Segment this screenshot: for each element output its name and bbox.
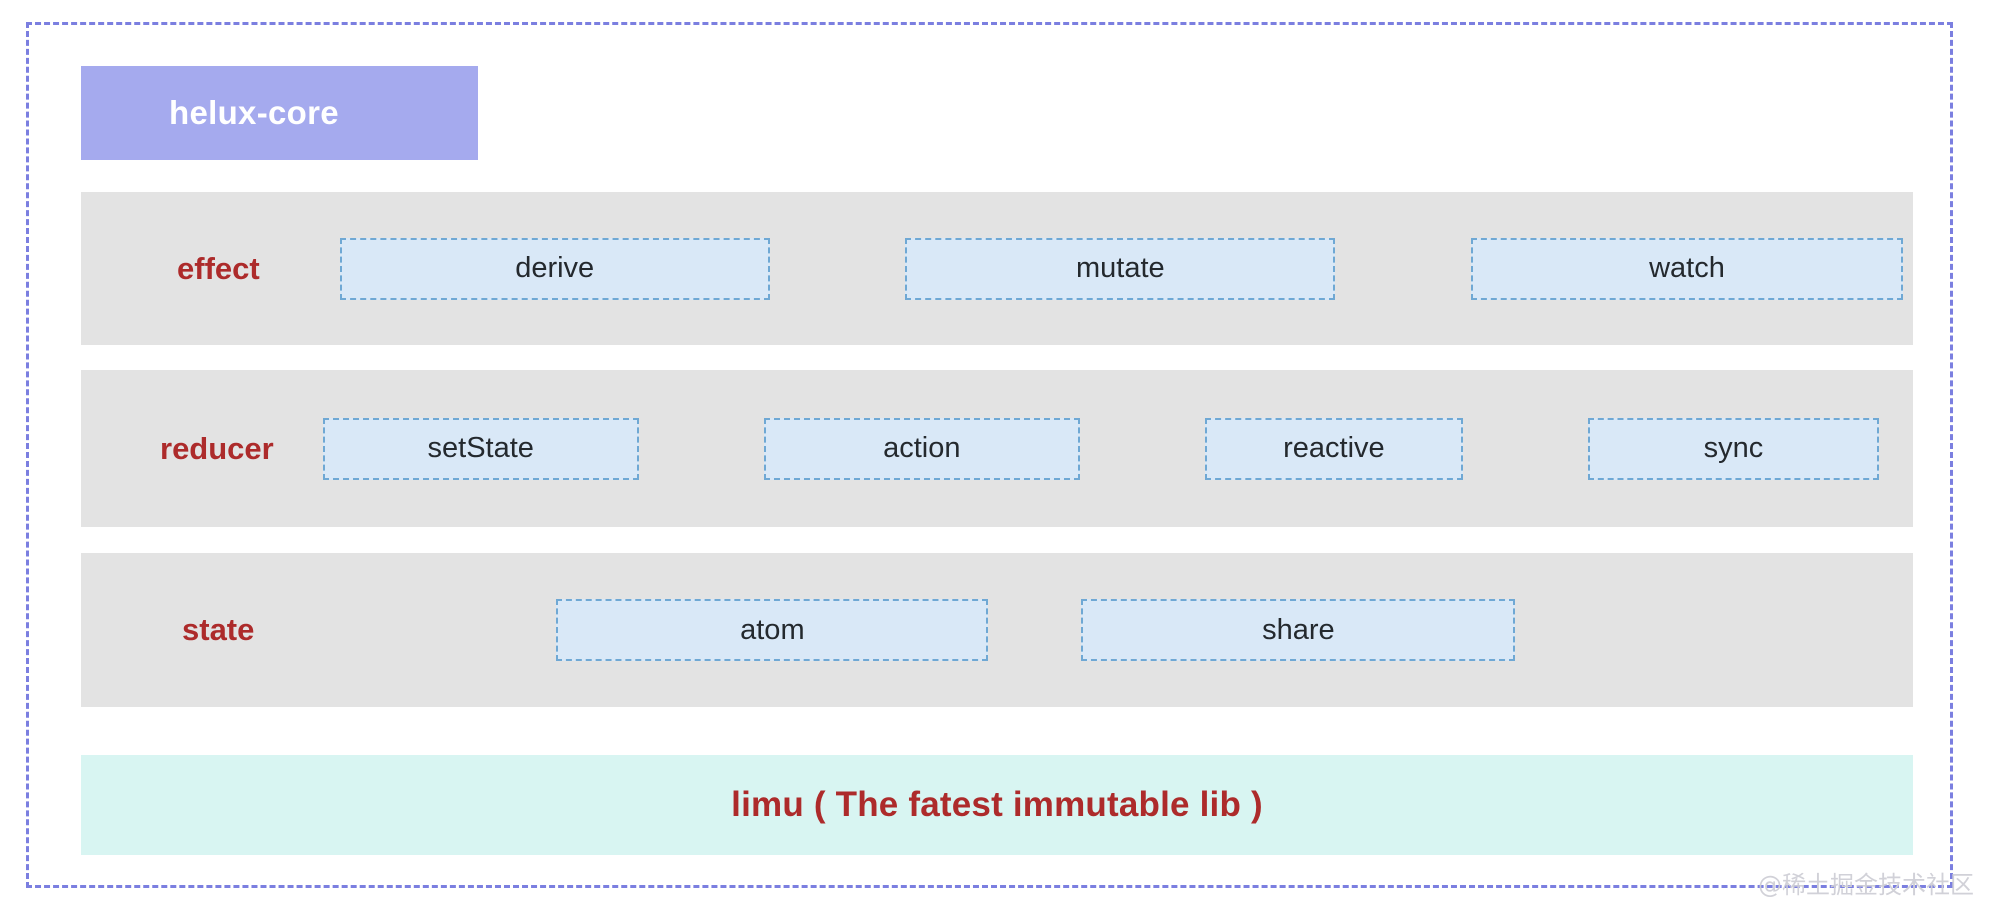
node-setstate[interactable]: setState (322, 417, 639, 480)
node-action[interactable]: action (763, 417, 1080, 480)
node-watch[interactable]: watch (1470, 237, 1903, 300)
title-badge: helux-core (81, 66, 478, 160)
node-label-atom: atom (740, 613, 805, 646)
layer-nodes-effect: derive mutate watch (260, 192, 1913, 345)
node-label-reactive: reactive (1283, 432, 1385, 464)
layer-label-reducer: reducer (160, 430, 274, 466)
page-title: helux-core (169, 94, 339, 131)
layer-nodes-state: atom share (254, 553, 1913, 707)
node-share[interactable]: share (1081, 599, 1516, 661)
node-label-setstate: setState (427, 432, 534, 464)
node-label-watch: watch (1649, 252, 1725, 284)
layer-label-state: state (182, 612, 255, 647)
node-atom[interactable]: atom (556, 599, 989, 661)
outer-dashed-frame (26, 22, 1953, 888)
layer-band-effect: effect derive mutate watch (81, 192, 1913, 345)
layer-nodes-reducer: setState action reactive sync (274, 370, 1913, 527)
node-mutate[interactable]: mutate (905, 237, 1336, 300)
node-label-action: action (883, 432, 961, 464)
node-label-derive: derive (515, 252, 595, 284)
footer-label: limu ( The fatest immutable lib ) (731, 785, 1263, 824)
node-derive[interactable]: derive (339, 237, 770, 300)
node-label-mutate: mutate (1076, 252, 1165, 284)
watermark: @稀土掘金技术社区 (1758, 871, 1974, 899)
node-reactive[interactable]: reactive (1204, 417, 1463, 480)
footer-bar-limu: limu ( The fatest immutable lib ) (81, 755, 1913, 855)
node-label-share: share (1262, 613, 1335, 646)
layer-band-reducer: reducer setState action reactive sync (81, 370, 1913, 527)
layer-label-effect: effect (177, 250, 260, 286)
node-sync[interactable]: sync (1587, 417, 1879, 480)
layer-band-state: state atom share (81, 553, 1913, 707)
node-label-sync: sync (1703, 432, 1764, 464)
